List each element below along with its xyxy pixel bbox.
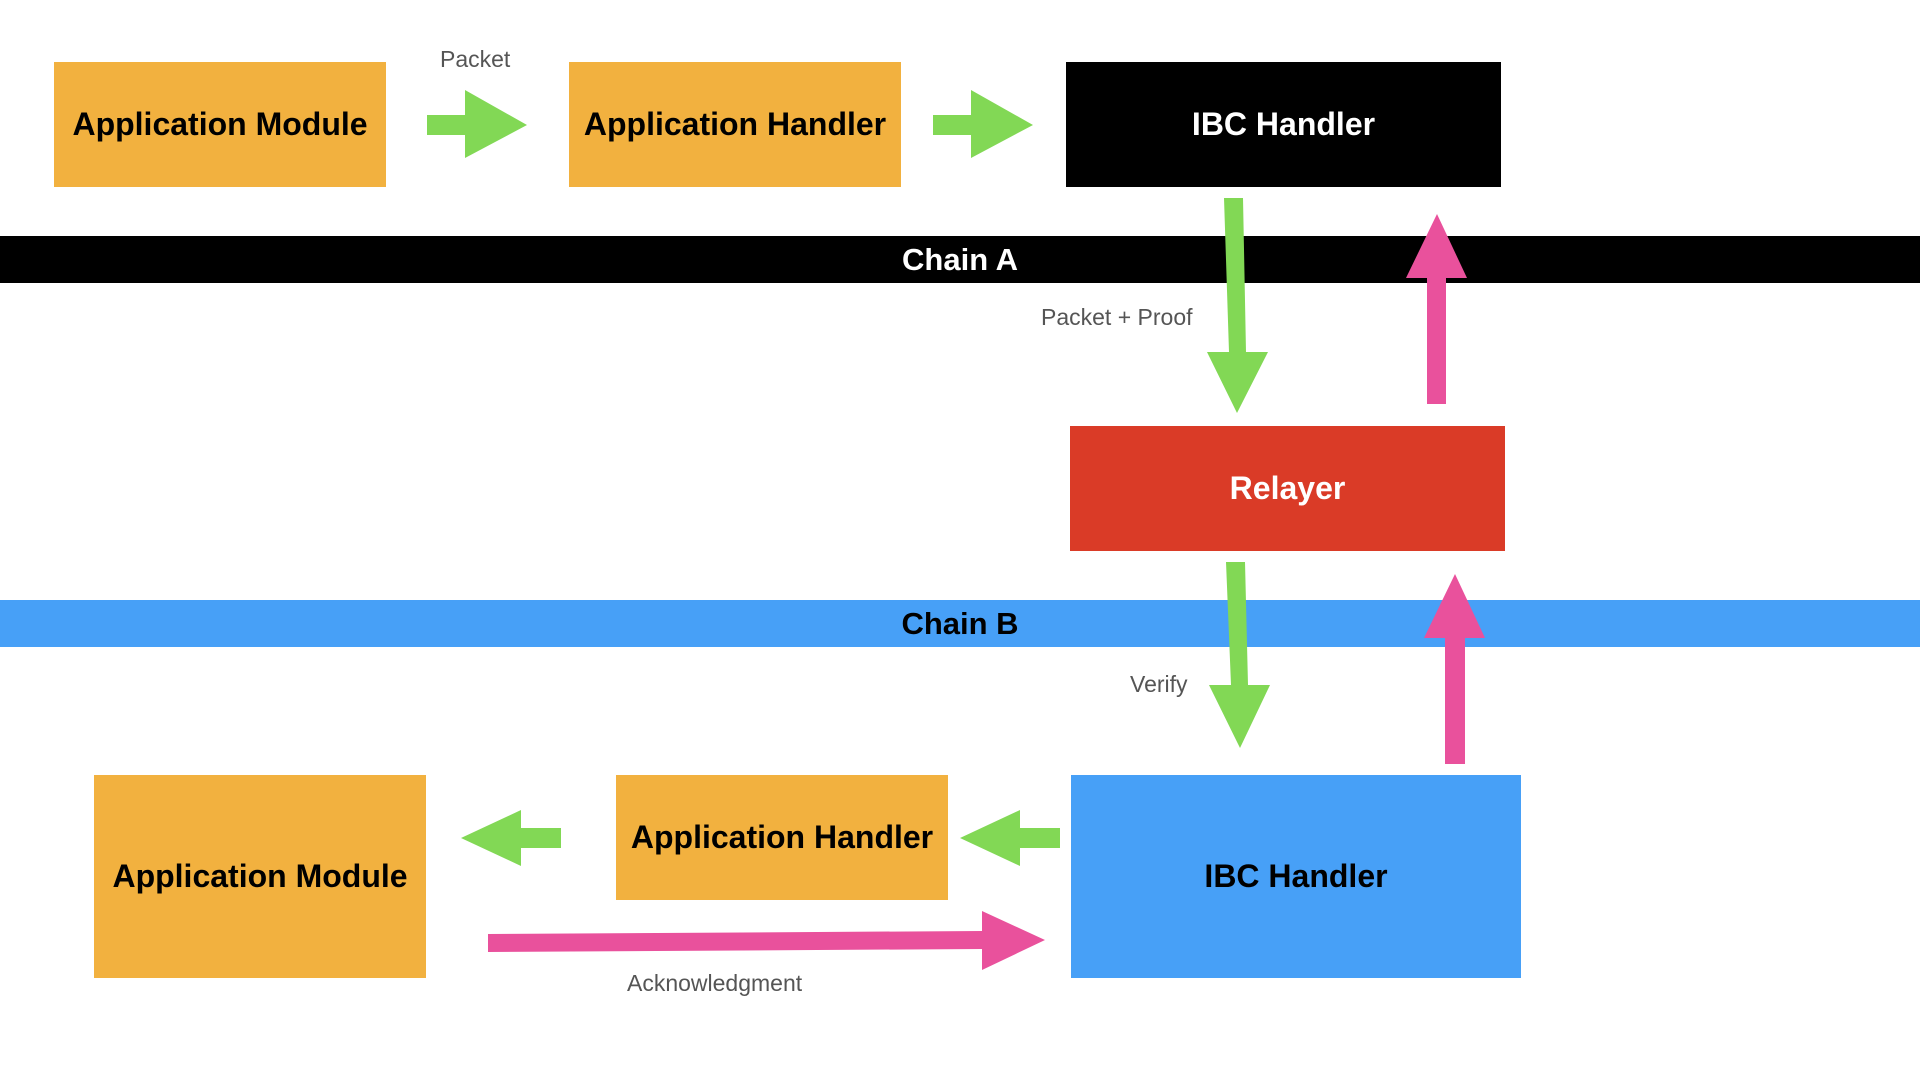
relayer-label: Relayer bbox=[1229, 470, 1346, 506]
arrow-acknowledgment bbox=[488, 911, 1045, 970]
chain-b-application-module: Application Module bbox=[94, 775, 426, 978]
chain-a-band: Chain A bbox=[0, 236, 1920, 283]
packet-proof-label: Packet + Proof bbox=[1041, 304, 1193, 330]
arrow-ibc-b-to-relayer bbox=[1424, 574, 1485, 764]
chain-a-application-handler-label: Application Handler bbox=[583, 106, 887, 142]
acknowledgment-label: Acknowledgment bbox=[627, 970, 803, 996]
chain-a-application-module: Application Module bbox=[54, 62, 386, 187]
chain-b-label: Chain B bbox=[901, 605, 1019, 641]
arrow-handler-b-to-module-b bbox=[461, 810, 561, 866]
arrow-ibc-a-to-relayer bbox=[1207, 198, 1268, 413]
chain-b-application-handler: Application Handler bbox=[616, 775, 948, 900]
arrow-ibc-b-to-handler-b bbox=[960, 810, 1060, 866]
chain-b-band: Chain B bbox=[0, 600, 1920, 647]
chain-a-application-handler: Application Handler bbox=[569, 62, 901, 187]
chain-b-ibc-handler: IBC Handler bbox=[1071, 775, 1521, 978]
arrow-relayer-to-ibc-a bbox=[1406, 214, 1467, 404]
chain-a-application-module-label: Application Module bbox=[72, 106, 368, 142]
chain-a-ibc-handler: IBC Handler bbox=[1066, 62, 1501, 187]
chain-a-ibc-handler-label: IBC Handler bbox=[1191, 106, 1376, 142]
packet-label: Packet bbox=[440, 46, 511, 72]
chain-b-ibc-handler-label: IBC Handler bbox=[1204, 858, 1388, 894]
chain-b-application-module-label: Application Module bbox=[112, 858, 408, 894]
arrow-module-to-handler-a bbox=[427, 90, 527, 158]
chain-b-application-handler-label: Application Handler bbox=[630, 819, 934, 855]
arrow-handler-to-ibc-a bbox=[933, 90, 1033, 158]
arrow-relayer-to-ibc-b bbox=[1209, 562, 1270, 748]
verify-label: Verify bbox=[1130, 671, 1188, 697]
relayer-box: Relayer bbox=[1070, 426, 1505, 551]
chain-a-label: Chain A bbox=[902, 241, 1018, 277]
